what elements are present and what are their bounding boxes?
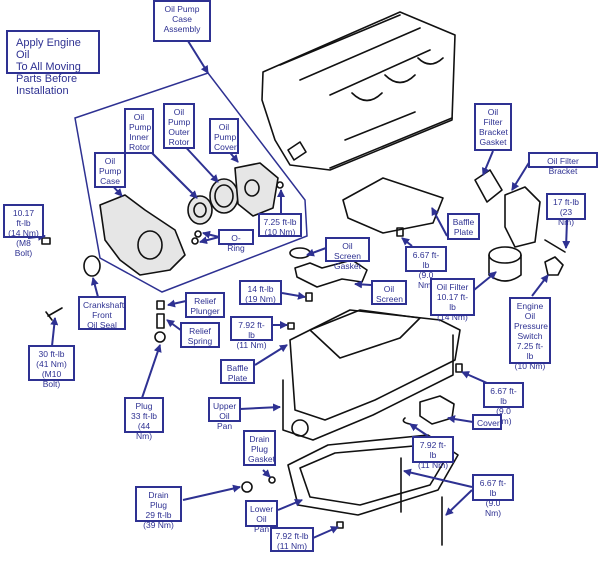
cover-part (419, 395, 455, 425)
callout-arrows (27, 40, 571, 539)
relief-plunger (156, 300, 165, 310)
label-bracket-bolt-torque: 17 ft-lb (23 Nm) (546, 193, 586, 227)
o-ring-2 (191, 237, 199, 245)
o-ring-1 (194, 230, 202, 238)
label-relief-spring: Relief Spring (180, 322, 220, 348)
baffle-upper-bolt (396, 227, 404, 237)
label-engine-oil-pressure-switch: Engine Oil Pressure Switch 7.25 ft-lb (1… (509, 297, 551, 371)
bracket-bolt (544, 239, 566, 253)
label-drain-plug-gasket: Drain Plug Gasket (243, 430, 276, 466)
lower-oil-pan (287, 434, 459, 516)
label-oil-pump-case: Oil Pump Case (94, 152, 126, 188)
m8-bolt (41, 237, 51, 245)
label-oil-filter-bracket-gasket: Oil Filter Bracket Gasket (474, 103, 512, 151)
label-pump-cover-bolt-torque: 7.25 ft-lb (10 Nm) (258, 213, 302, 237)
label-relief-plunger: Relief Plunger (185, 292, 225, 318)
drain-plug-gasket-part (268, 476, 276, 484)
label-oil-screen-gasket: Oil Screen Gasket (325, 237, 370, 271)
pan-side-bolt (402, 417, 411, 425)
label-oil-pump-inner-rotor: Oil Pump Inner Rotor (124, 108, 154, 154)
label-drain-plug: Drain Plug 29 ft-lb (39 Nm) (135, 486, 182, 530)
label-pan-side-bolt-torque: 7.92 ft-lb (11 Nm) (412, 436, 454, 470)
label-oil-pump-outer-rotor: Oil Pump Outer Rotor (163, 103, 195, 149)
oil-pressure-switch-part (544, 256, 564, 276)
label-m8-bolt-torque: 10.17 ft-lb (14 Nm) (M8 Bolt) (3, 204, 44, 258)
pump-cover-bolt (276, 181, 284, 189)
label-plug: Plug 33 ft-lb (44 Nm) (124, 397, 164, 441)
label-oil-screen-bolt-torque: 14 ft-lb (19 Nm) (239, 280, 282, 305)
oil-screen (294, 259, 368, 288)
oil-filter-bracket-part (504, 186, 541, 248)
label-cover: Cover (472, 414, 502, 430)
oil-pump-case (99, 194, 186, 276)
label-lower-oil-pan: Lower Oil Pan (245, 500, 278, 534)
label-baffle-bolt-torque-upper: 6.67 ft-lb (9.0 Nm) (405, 246, 447, 290)
label-oil-pump-case-assembly: Oil Pump Case Assembly (153, 0, 211, 42)
label-baffle-plate-upper: Baffle Plate (447, 213, 480, 240)
crankshaft-seal (83, 255, 101, 277)
label-upper-oil-pan: Upper Oil Pan (208, 397, 241, 431)
label-baffle-bolt-torque-left: 7.92 ft-lb (11 Nm) (230, 316, 273, 350)
label-oil-filter: Oil Filter 10.17 ft-lb (14 Nm) (430, 278, 475, 322)
drain-plug (241, 481, 253, 493)
label-crankshaft-front-oil-seal: Crankshaft Front Oil Seal (78, 296, 126, 330)
lower-pan-bolt (336, 521, 344, 529)
upper-oil-pan (282, 309, 461, 441)
label-lower-pan-bolt-torque: 7.92 ft-lb (11 Nm) (270, 527, 314, 552)
label-oil-filter-bracket: Oil Filter Bracket (528, 152, 598, 176)
screen-bolt (305, 292, 313, 302)
label-oil-screen: Oil Screen (371, 280, 407, 305)
oil-screen-gasket (289, 247, 311, 259)
oil-filter-part (488, 246, 522, 282)
label-cover-bolt-torque: 6.67 ft-lb (9.0 Nm) (483, 382, 524, 426)
label-m10-bolt-torque: 30 ft-lb (41 Nm) (M10 Bolt) (28, 345, 75, 389)
engine-block (261, 11, 456, 171)
oil-filter-bracket-gasket-part (474, 169, 503, 203)
baffle-bolt (287, 322, 295, 330)
cover-bolt (455, 363, 463, 373)
relief-spring (156, 313, 165, 329)
label-baffle-plate-lower: Baffle Plate (220, 359, 255, 384)
oil-pump-outer-rotor (209, 178, 239, 214)
label-long-bolt-torque: 6.67 ft-lb (9.0 Nm) (472, 474, 514, 518)
baffle-plate-upper-part (342, 177, 444, 234)
plug (154, 331, 166, 343)
apply-oil-note: Apply Engine Oil To All Moving Parts Bef… (6, 30, 100, 97)
label-oil-pump-cover: Oil Pump Cover (209, 118, 239, 154)
oil-pump-inner-rotor (187, 195, 213, 225)
label-o-ring: O-Ring (218, 229, 254, 253)
oil-pump-cover (234, 162, 279, 217)
